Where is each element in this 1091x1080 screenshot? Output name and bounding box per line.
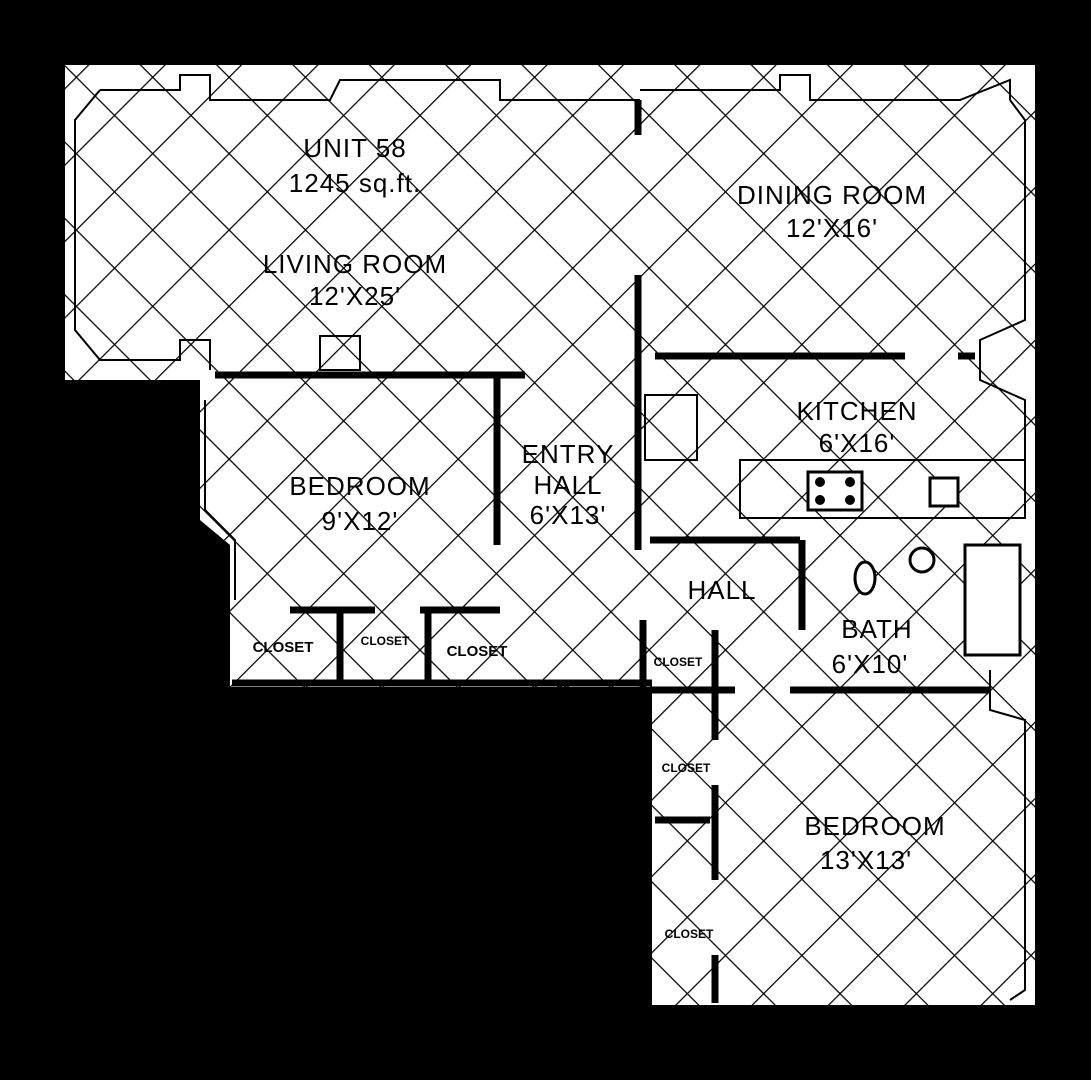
fridge	[644, 394, 698, 461]
door-number: 58	[556, 677, 570, 691]
unit-area: 1245 sq.ft.	[289, 168, 421, 198]
entry-hall-size: 6'X13'	[530, 500, 607, 530]
bedroom-2-size: 13'X13'	[820, 845, 912, 875]
closet-label: CLOSET	[447, 643, 508, 660]
bath-sink	[908, 546, 936, 574]
living-room-size: 12'X25'	[309, 281, 401, 311]
closet-label: CLOSET	[361, 634, 410, 648]
room-labels: UNIT 58 1245 sq.ft. LIVING ROOM 12'X25' …	[253, 133, 945, 941]
entry-hall-label-2: HALL	[533, 470, 602, 500]
chimney	[319, 335, 361, 371]
closet-label: CLOSET	[654, 655, 703, 669]
bedroom-1-label: BEDROOM	[289, 471, 430, 501]
entry-hall-label: ENTRY	[522, 439, 615, 469]
kitchen-size: 6'X16'	[819, 428, 896, 458]
outer-wall-detail	[74, 74, 1026, 1001]
stove	[806, 470, 864, 512]
dining-room-size: 12'X16'	[786, 213, 878, 243]
bath-label: BATH	[841, 614, 912, 644]
bath-size: 6'X10'	[832, 649, 909, 679]
bedroom-2-label: BEDROOM	[804, 811, 945, 841]
unit-name: UNIT 58	[303, 133, 406, 163]
living-room-label: LIVING ROOM	[263, 249, 447, 279]
interior-walls	[215, 100, 990, 1003]
dining-room-label: DINING ROOM	[737, 180, 927, 210]
closet-label: CLOSET	[253, 639, 314, 656]
hall-label: HALL	[687, 575, 756, 605]
bathtub	[963, 543, 1022, 657]
toilet	[853, 560, 877, 596]
closet-label: CLOSET	[662, 761, 711, 775]
sink	[928, 476, 960, 508]
closet-label: CLOSET	[665, 927, 714, 941]
floor-hatch	[65, 65, 1035, 1005]
kitchen-label: KITCHEN	[796, 396, 917, 426]
kitchen-counter	[739, 459, 1026, 519]
fixtures	[319, 335, 1026, 657]
bedroom-1-size: 9'X12'	[322, 506, 399, 536]
